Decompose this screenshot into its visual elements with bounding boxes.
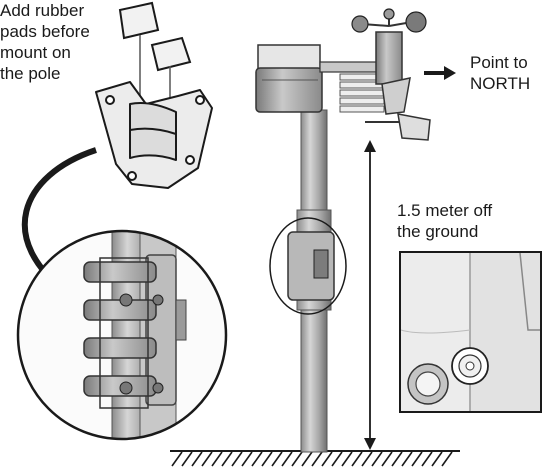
mounting-bracket	[95, 81, 213, 189]
ground-hatch-icon	[170, 450, 460, 467]
rubber-pads-instruction: Add rubber pads before mount on the pole	[0, 0, 90, 84]
zoom-circle-bracket-detail	[16, 229, 228, 441]
rubber-pad-top	[118, 1, 160, 40]
north-line-2: NORTH	[470, 74, 531, 93]
double-arrow-icon	[364, 140, 376, 450]
weather-sensor-array	[255, 8, 431, 141]
height-line-2: the ground	[397, 222, 479, 241]
rubber-pad-second	[150, 36, 192, 72]
inset-mount-detail	[399, 251, 542, 413]
pole-bracket-highlight	[269, 217, 347, 315]
north-line-1: Point to	[470, 53, 528, 72]
north-instruction: Point to NORTH	[470, 52, 530, 94]
height-instruction: 1.5 meter off the ground	[397, 200, 492, 242]
height-line-1: 1.5 meter off	[397, 201, 493, 220]
rubber-pads-line-4: the pole	[0, 64, 61, 83]
arrow-right-icon	[424, 66, 456, 80]
rubber-pads-line-3: mount on	[0, 43, 71, 62]
rubber-pads-line-1: Add rubber	[0, 1, 85, 20]
rubber-pads-line-2: pads before	[0, 22, 90, 41]
